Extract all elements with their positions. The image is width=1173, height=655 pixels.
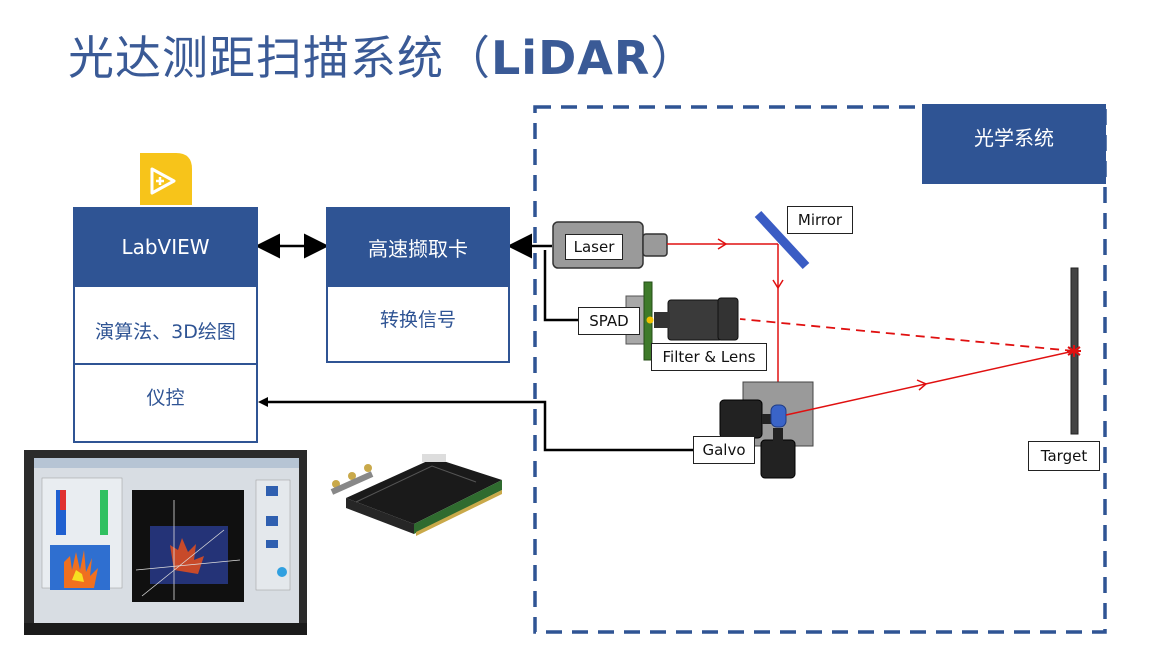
mirror xyxy=(754,210,810,270)
capture-card-body-label: 转换信号 xyxy=(379,309,456,331)
spad-sensor xyxy=(646,316,654,324)
labview-logo-icon xyxy=(140,153,192,205)
optical-system-enclosure xyxy=(533,105,1107,634)
target-label: Target xyxy=(1028,441,1100,471)
spad-card-link xyxy=(543,250,578,322)
labview-algorithm-section: 演算法、3D绘图 xyxy=(73,285,258,365)
spad-label: SPAD xyxy=(578,307,640,335)
mirror-label: Mirror xyxy=(787,206,853,234)
capture-card-header: 高速撷取卡 xyxy=(326,207,510,287)
labview-control-label: 仪控 xyxy=(146,387,185,409)
galvo-label: Galvo xyxy=(693,436,755,464)
labview-control-section: 仪控 xyxy=(73,363,258,443)
galvo-mirror xyxy=(770,404,787,428)
optical-system-title: 光学系统 xyxy=(922,104,1106,184)
labview-header: LabVIEW xyxy=(73,207,258,287)
galvo-labview-link xyxy=(262,400,693,452)
galvo-motor-1 xyxy=(719,399,763,439)
page-title: 光达测距扫描系统（LiDAR） xyxy=(68,31,698,85)
labview-algorithm-label: 演算法、3D绘图 xyxy=(95,321,236,343)
lens-front xyxy=(717,297,739,341)
lens-body xyxy=(667,299,723,341)
capture-card-body: 转换信号 xyxy=(326,285,510,363)
filter-lens-label: Filter & Lens xyxy=(651,343,767,371)
laser-label: Laser xyxy=(565,234,623,260)
laser-nozzle xyxy=(642,233,668,257)
lens-mount xyxy=(654,312,670,328)
galvo-motor-2 xyxy=(760,439,796,479)
capture-card-photo xyxy=(326,446,506,536)
labview-monitor-photo xyxy=(24,450,307,635)
